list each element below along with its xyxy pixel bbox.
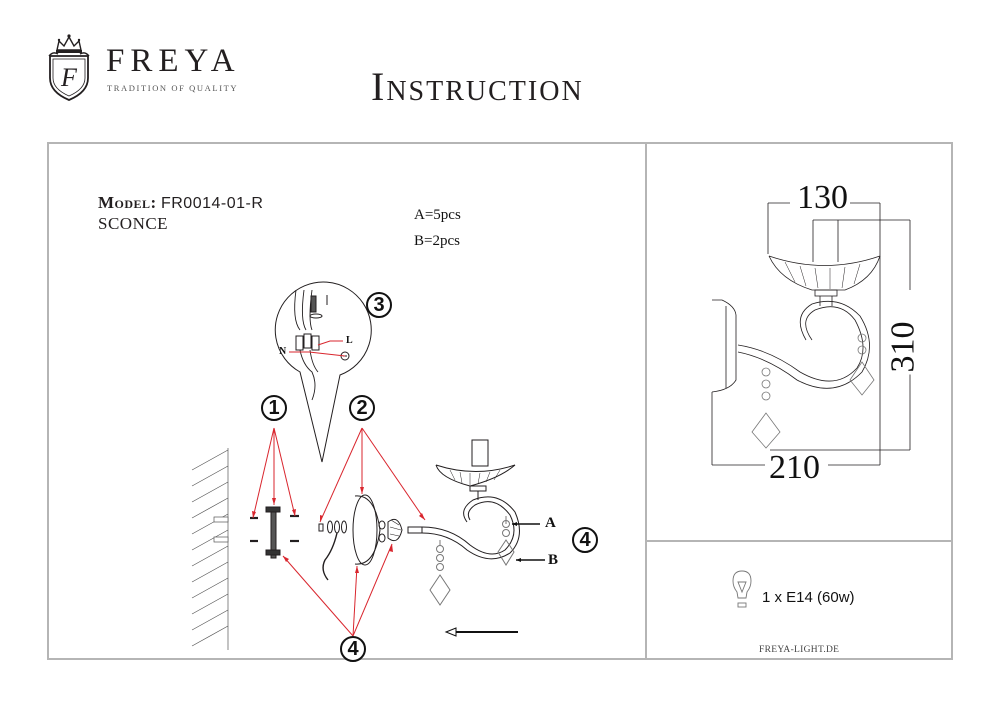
sconce-arm (407, 439, 520, 606)
step-4-label-right: 4 (572, 527, 598, 553)
brand-name: FREYA (106, 43, 241, 79)
step-4-label-bottom: 4 (340, 636, 366, 662)
dimension-height: 310 (884, 319, 922, 375)
wiring-neutral-label: N (279, 346, 287, 357)
brand-tagline: Tradition of Quality (107, 83, 239, 93)
brand-logo: F FREYA Tradition of Quality (44, 32, 264, 102)
mounting-plate (250, 506, 299, 559)
vertical-divider (645, 142, 647, 660)
content-frame (47, 142, 953, 660)
crest-icon: F (48, 34, 90, 101)
step-3-label: 3 (366, 292, 392, 318)
wall-hatching (191, 448, 229, 650)
step-1-label: 1 (261, 395, 287, 421)
dimension-width: 130 (795, 179, 850, 216)
parts-list: A=5pcs B=2pcs (414, 202, 461, 254)
light-bulb-icon (732, 570, 752, 608)
page-title: Instruction (371, 64, 584, 109)
dimension-drawing (711, 202, 911, 466)
model-number: FR0014-01-R (160, 195, 264, 212)
step-2-label: 2 (349, 395, 375, 421)
product-type: SCONCE (98, 214, 169, 233)
crystal-a-label: A (545, 515, 556, 531)
bulb-spec: 1 x E14 (60w) (762, 589, 855, 606)
horizontal-divider (646, 540, 953, 542)
crystal-b-label: B (548, 552, 559, 568)
model-info: Model: FR0014-01-R (98, 193, 263, 213)
website-link[interactable]: FREYA-LIGHT.DE (759, 645, 840, 655)
wall-base (318, 494, 403, 581)
svg-text:F: F (60, 63, 78, 92)
model-label: Model: (98, 193, 157, 212)
parts-item-b: B=2pcs (414, 233, 460, 249)
wiring-live-label: L (346, 335, 353, 346)
pointer-lines (252, 340, 426, 637)
dimension-depth: 210 (767, 449, 822, 486)
parts-item-a: A=5pcs (414, 207, 461, 223)
wiring-detail (274, 281, 372, 463)
